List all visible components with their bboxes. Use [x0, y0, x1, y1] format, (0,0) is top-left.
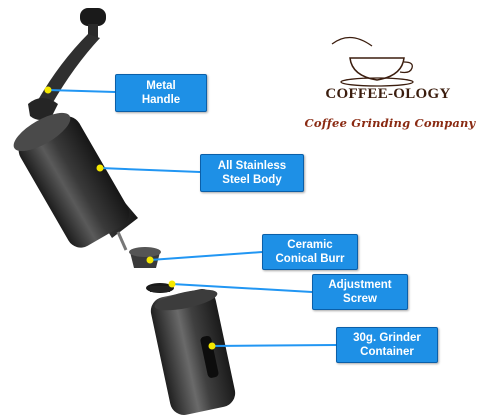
leader-dot-burr	[146, 256, 154, 264]
adjustment-screw-part	[146, 283, 174, 293]
container-cylinder	[150, 289, 236, 415]
leader-lines	[47, 89, 337, 347]
leader-dot-container	[208, 342, 216, 350]
callout-metal-handle: Metal Handle	[115, 74, 207, 112]
callout-steel-body: All Stainless Steel Body	[200, 154, 304, 192]
callout-adjustment-screw-line-1: Adjustment	[328, 279, 392, 291]
body-shaft	[116, 231, 128, 251]
leader-line-container	[211, 344, 337, 347]
steel-body-part	[13, 112, 138, 251]
ceramic-burr-part	[129, 247, 161, 268]
brand-tagline: Coffee Grinding Company	[304, 116, 476, 130]
screw-edge	[150, 286, 170, 292]
callout-grinder-container-line-1: 30g. Grinder	[353, 332, 421, 344]
callout-adjustment-screw-line-2: Screw	[343, 293, 377, 305]
leader-dots	[44, 86, 216, 350]
handle-base	[28, 98, 58, 120]
leader-line-handle	[47, 89, 116, 93]
handle-knob-stem	[88, 24, 98, 38]
handle-knob	[80, 8, 106, 26]
callout-grinder-container-line-2: Container	[360, 346, 414, 358]
callout-conical-burr-line-1: Ceramic	[287, 239, 333, 251]
callout-adjustment-screw: Adjustment Screw	[312, 274, 408, 310]
leader-dot-handle	[44, 86, 52, 94]
callout-steel-body-line-2: Steel Body	[222, 174, 282, 186]
leader-dot-body	[96, 164, 104, 172]
cup-outline	[349, 57, 405, 81]
saucer	[340, 77, 414, 87]
body-top-rim	[13, 112, 71, 152]
leader-line-body	[99, 167, 201, 173]
callout-metal-handle-line-1: Metal	[146, 80, 176, 92]
body-cylinder	[18, 116, 130, 248]
brand-name: COFFEE-OLOGY	[325, 86, 451, 102]
container-top-rim	[154, 289, 218, 311]
grinder-container-part	[150, 289, 236, 415]
leader-line-screw	[171, 283, 313, 293]
metal-handle-part	[28, 8, 106, 120]
leader-line-burr	[149, 251, 263, 261]
callout-grinder-container: 30g. Grinder Container	[336, 327, 438, 363]
handle-arm	[38, 34, 100, 104]
callout-steel-body-line-1: All Stainless	[217, 160, 287, 172]
coffee-cup-logo-icon	[331, 36, 414, 87]
leader-dot-screw	[168, 280, 176, 288]
container-window	[200, 335, 219, 378]
cup-handle	[399, 61, 413, 74]
callout-metal-handle-line-2: Handle	[141, 94, 181, 106]
callout-conical-burr: Ceramic Conical Burr	[262, 234, 358, 270]
steam-swirl	[331, 36, 373, 47]
callout-conical-burr-line-2: Conical Burr	[275, 253, 345, 265]
burr-top	[129, 247, 161, 257]
